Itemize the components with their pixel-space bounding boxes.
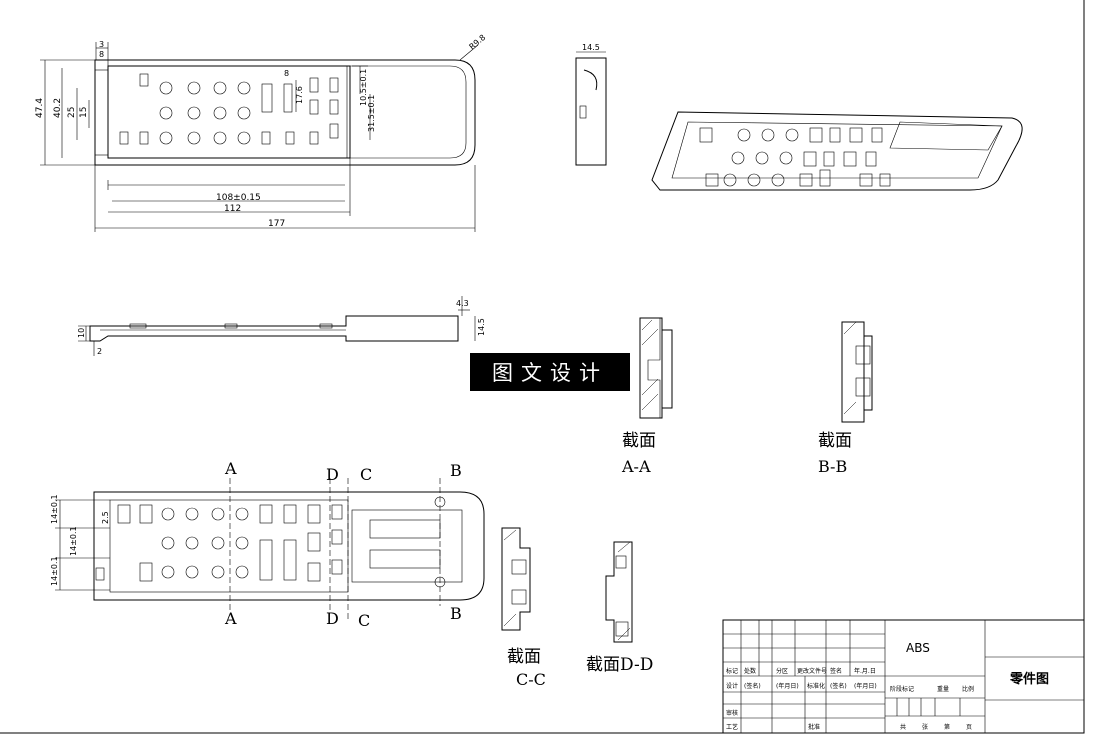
dim-14-5-top: 14.5 <box>582 43 600 52</box>
drawing-name: 零件图 <box>1009 671 1049 687</box>
dim-15: 15 <box>79 107 89 118</box>
section-aa-title: 截面 <box>622 431 656 451</box>
section-mark-c-bottom: C <box>358 611 370 630</box>
dim-31-5: 31.5±0.1 <box>367 95 376 132</box>
section-mark-a-top: A <box>224 459 237 478</box>
tb-header-3: 更改文件号 <box>797 667 827 675</box>
tb-row2-5: (年月日) <box>854 682 877 690</box>
end-view-top: 14.5 <box>575 43 607 166</box>
dim-25: 25 <box>67 107 77 118</box>
tb-header-5: 年.月.日 <box>854 667 876 675</box>
tb-sheet-2: 第 <box>944 723 950 731</box>
section-aa: 截面 A-A <box>621 317 673 476</box>
section-bb-title: 截面 <box>818 431 852 451</box>
side-view: 10 2 4.3 14.5 <box>77 296 486 356</box>
title-block: ABS 零件图 标记 处数 分区 更改文件号 签名 年.月.日 设计 (签名) … <box>722 619 1085 734</box>
tb-header-1: 处数 <box>744 667 756 675</box>
material-label: ABS <box>906 641 930 655</box>
dim-8-mid: 8 <box>284 69 289 78</box>
dim-10-5: 10.5±0.1 <box>359 69 368 106</box>
tb-row2-2: (年月日) <box>776 682 799 690</box>
tb-row2-1: (签名) <box>744 682 761 690</box>
tb-row2-4: (签名) <box>830 682 847 690</box>
tb-review: 审核 <box>726 709 738 717</box>
section-cc: 截面 C-C <box>501 527 546 689</box>
dim-14-5-side: 14.5 <box>477 318 486 336</box>
dim-8: 8 <box>99 50 104 59</box>
tb-approve: 批准 <box>808 723 820 731</box>
dim-108: 108±0.15 <box>216 193 261 203</box>
dim-17-6: 17.6 <box>295 86 304 104</box>
tb-header-4: 签名 <box>830 667 842 675</box>
dim-14-b: 14±0.1 <box>69 526 78 556</box>
dim-112: 112 <box>224 204 241 214</box>
section-dd-title: 截面D-D <box>586 655 653 675</box>
tb-process: 工艺 <box>726 723 738 731</box>
section-mark-b-bottom: B <box>450 604 462 623</box>
isometric-view <box>651 111 1023 191</box>
tb-sheet-1: 张 <box>922 723 928 731</box>
tb-sheet-3: 页 <box>966 724 972 731</box>
dim-40-2: 40.2 <box>53 98 63 118</box>
section-mark-c-top: C <box>360 465 372 484</box>
section-mark-d-top: D <box>326 465 339 484</box>
section-mark-d-bottom: D <box>326 609 339 628</box>
tb-stage: 阶段标记 <box>890 685 914 693</box>
dim-4-3: 4.3 <box>456 299 469 308</box>
dim-177: 177 <box>268 219 285 229</box>
section-bb: 截面 B-B <box>818 321 873 476</box>
bottom-button-grid <box>95 504 343 582</box>
section-cc-title: 截面 <box>507 647 541 667</box>
bottom-view: 14±0.1 14±0.1 14±0.1 2.5 A A D D C C B B <box>50 459 485 630</box>
section-cc-label: C-C <box>516 670 546 689</box>
tb-row2-3: 标准化 <box>807 682 825 690</box>
dim-2-5: 2.5 <box>101 511 110 524</box>
tb-scale: 比例 <box>962 685 974 693</box>
watermark-badge: 图文设计 <box>470 353 630 391</box>
dim-14-a: 14±0.1 <box>50 494 59 524</box>
section-dd: 截面D-D <box>586 541 653 675</box>
tb-weight: 重量 <box>937 685 949 693</box>
dim-3: 3 <box>99 40 104 49</box>
section-mark-a-bottom: A <box>224 609 237 628</box>
section-aa-label: A-A <box>621 457 651 476</box>
button-holes <box>119 73 339 145</box>
section-bb-label: B-B <box>818 457 847 476</box>
tb-row2-0: 设计 <box>726 682 738 690</box>
dim-2-side: 2 <box>97 347 102 356</box>
tb-sheet-0: 共 <box>900 723 906 731</box>
dim-14-c: 14±0.1 <box>50 556 59 586</box>
tb-header-2: 分区 <box>776 667 788 675</box>
tb-header-0: 标记 <box>726 667 738 675</box>
dim-47-4: 47.4 <box>35 98 45 118</box>
section-mark-b-top: B <box>450 461 462 480</box>
dim-10-side: 10 <box>77 328 86 338</box>
